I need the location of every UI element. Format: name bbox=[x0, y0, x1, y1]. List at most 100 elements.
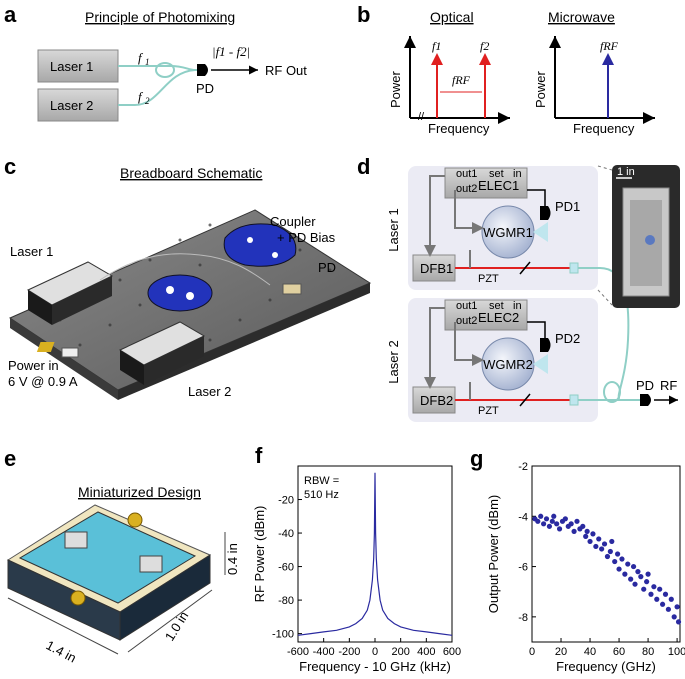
data-point bbox=[659, 601, 666, 607]
resonator-block bbox=[147, 274, 213, 312]
c-power-value: 6 V @ 0.9 A bbox=[8, 374, 78, 389]
pzt2-label: PZT bbox=[478, 405, 499, 417]
power-connector bbox=[61, 347, 79, 358]
data-point bbox=[538, 513, 544, 519]
elec1-box bbox=[444, 167, 528, 199]
data-point bbox=[648, 591, 654, 597]
b-xlabel-microwave: Frequency bbox=[573, 121, 635, 136]
y-tick-label: -6 bbox=[518, 562, 528, 574]
package-cavity bbox=[18, 511, 197, 604]
panel-letter-g: g bbox=[470, 446, 483, 471]
d-rf-label: RF bbox=[660, 378, 677, 393]
data-point bbox=[596, 536, 602, 542]
sma-connector-1 bbox=[127, 512, 143, 528]
data-point bbox=[599, 546, 605, 552]
x-tick-label: 40 bbox=[584, 646, 596, 658]
b-ylabel-microwave: Power bbox=[533, 70, 548, 108]
laser2-box bbox=[37, 88, 119, 122]
x-tick-label: 80 bbox=[642, 646, 654, 658]
data-point bbox=[671, 614, 677, 620]
c-power-label: Power in bbox=[8, 358, 59, 373]
b-ylabel-optical: Power bbox=[388, 70, 403, 108]
x-tick-label: 600 bbox=[443, 646, 461, 658]
data-point bbox=[551, 513, 557, 519]
data-point bbox=[580, 523, 586, 529]
y-tick-label: -2 bbox=[518, 461, 528, 473]
plot-frame bbox=[531, 465, 681, 643]
rbw-annotation-line2: 510 Hz bbox=[304, 489, 339, 501]
data-point bbox=[635, 569, 641, 575]
data-point bbox=[645, 571, 651, 577]
dfb1-box bbox=[412, 254, 456, 282]
panel-b: b Optical Microwave // f1 f2 fRF Power F… bbox=[357, 2, 655, 136]
data-point bbox=[604, 553, 611, 560]
data-point bbox=[674, 604, 680, 610]
data-point bbox=[590, 531, 596, 537]
f2-sub: 2 bbox=[145, 96, 150, 106]
y-tick-label: -60 bbox=[278, 562, 294, 574]
c-pd-label: PD bbox=[318, 260, 336, 275]
beat-label: |f1 - f2| bbox=[212, 44, 250, 59]
data-point bbox=[612, 558, 618, 565]
pd1-icon bbox=[540, 206, 551, 220]
pd-label-a: PD bbox=[196, 81, 214, 96]
elec2-out1: out1 bbox=[456, 300, 477, 312]
wgmr2-label: WGMR2 bbox=[483, 357, 533, 372]
y-axis-label: RF Power (dBm) bbox=[252, 506, 267, 603]
d-laser2-side: Laser 2 bbox=[386, 340, 401, 383]
f1-label: f bbox=[138, 50, 144, 65]
dfb2-label: DFB2 bbox=[420, 393, 453, 408]
prism2 bbox=[533, 354, 548, 374]
panel-letter-f: f bbox=[255, 443, 263, 468]
panel-letter-e: e bbox=[4, 446, 16, 471]
data-point bbox=[549, 518, 555, 524]
data-point bbox=[616, 566, 622, 572]
e-dim-h: 0.4 in bbox=[225, 543, 240, 575]
y-tick-label: -20 bbox=[278, 495, 294, 507]
y-tick-label: -8 bbox=[518, 612, 528, 624]
y-tick-label: -100 bbox=[272, 629, 294, 641]
data-point bbox=[554, 521, 560, 527]
panel-a: a Principle of Photomixing Laser 1 Laser… bbox=[4, 2, 307, 122]
data-point bbox=[651, 584, 657, 590]
pzt1-label: PZT bbox=[478, 273, 499, 285]
pd2-label: PD2 bbox=[555, 331, 580, 346]
y-axis-label: Output Power (dBm) bbox=[486, 495, 501, 614]
data-point bbox=[541, 521, 547, 527]
panel-d: d Laser 1 Laser 2 ELEC1 out1 out2 set in… bbox=[357, 154, 680, 422]
data-point bbox=[638, 574, 644, 580]
data-point bbox=[675, 619, 682, 625]
data-point bbox=[654, 596, 660, 602]
x-tick-label: 20 bbox=[555, 646, 567, 658]
fiber-coupler-loop bbox=[155, 62, 175, 78]
fiber-route bbox=[99, 253, 271, 286]
data-point bbox=[556, 526, 563, 532]
fiber-2 bbox=[118, 69, 196, 106]
series-line bbox=[297, 472, 453, 636]
data-point bbox=[619, 556, 625, 562]
b-f2-label: f2 bbox=[480, 39, 489, 53]
panel-letter-b: b bbox=[357, 2, 370, 27]
data-point bbox=[574, 518, 580, 524]
b-xlabel-optical: Frequency bbox=[428, 121, 490, 136]
elec2-box bbox=[444, 299, 528, 331]
y-tick-label: -80 bbox=[278, 595, 294, 607]
x-tick-label: 60 bbox=[613, 646, 625, 658]
x-tick-label: -600 bbox=[287, 646, 309, 658]
laser1-label: Laser 1 bbox=[50, 59, 93, 74]
panel-c-title: Breadboard Schematic bbox=[120, 165, 262, 181]
elec2-set: set bbox=[489, 300, 504, 312]
elec2-in: in bbox=[513, 300, 522, 312]
pd-icon-d bbox=[640, 394, 651, 406]
data-point bbox=[583, 533, 589, 540]
data-point bbox=[628, 576, 634, 582]
elec2-label: ELEC2 bbox=[478, 310, 519, 325]
prism1 bbox=[533, 222, 548, 242]
panel-c: c Breadboard Schematic bbox=[4, 154, 372, 400]
data-point bbox=[625, 561, 631, 567]
